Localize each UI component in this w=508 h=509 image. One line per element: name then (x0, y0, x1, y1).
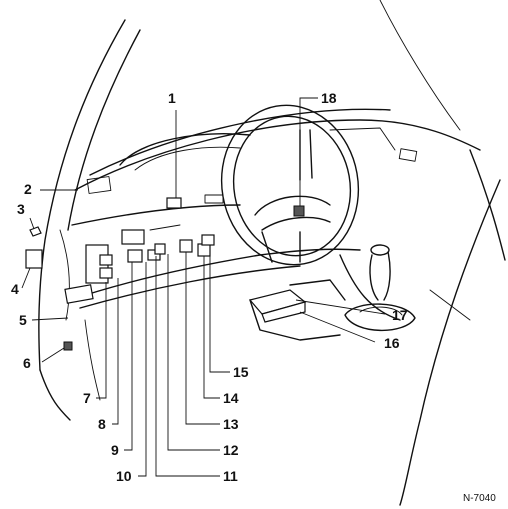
callout-1: 1 (168, 90, 176, 106)
callout-13: 13 (223, 416, 239, 432)
steering-wheel (220, 104, 360, 266)
callout-7: 7 (83, 390, 91, 406)
callout-17: 17 (392, 307, 408, 323)
leader-lines (21, 97, 386, 477)
callout-14: 14 (223, 390, 239, 406)
component-18 (293, 205, 305, 217)
component-11 (154, 243, 166, 255)
callout-9: 9 (111, 442, 119, 458)
component-4 (25, 249, 43, 269)
components (25, 197, 307, 351)
callout-12: 12 (223, 442, 239, 458)
callout-10: 10 (116, 468, 132, 484)
component-13 (179, 239, 193, 253)
component-1 (166, 197, 182, 209)
component-8 (99, 267, 113, 279)
callout-5: 5 (19, 312, 27, 328)
component-16 (261, 301, 306, 323)
callout-11: 11 (223, 468, 238, 484)
figure-reference: N-7040 (463, 493, 496, 504)
callout-18: 18 (321, 90, 337, 106)
component-9 (127, 249, 143, 263)
component-10 (147, 249, 161, 261)
callout-8: 8 (98, 416, 106, 432)
component-6 (63, 341, 73, 351)
callout-3: 3 (17, 201, 25, 217)
callout-labels: 1 2 3 4 5 6 7 8 9 10 11 12 13 14 15 16 1… (11, 90, 408, 484)
component-3 (29, 226, 42, 237)
callout-16: 16 (384, 335, 400, 351)
component-7 (99, 254, 113, 266)
callout-6: 6 (23, 355, 31, 371)
component-14 (197, 243, 211, 257)
component-5 (64, 284, 94, 304)
callout-4: 4 (11, 281, 19, 297)
callout-2: 2 (24, 181, 32, 197)
component-15 (201, 234, 215, 246)
car-interior-drawing (38, 0, 506, 506)
callout-15: 15 (233, 364, 249, 380)
component-12 (121, 229, 145, 245)
